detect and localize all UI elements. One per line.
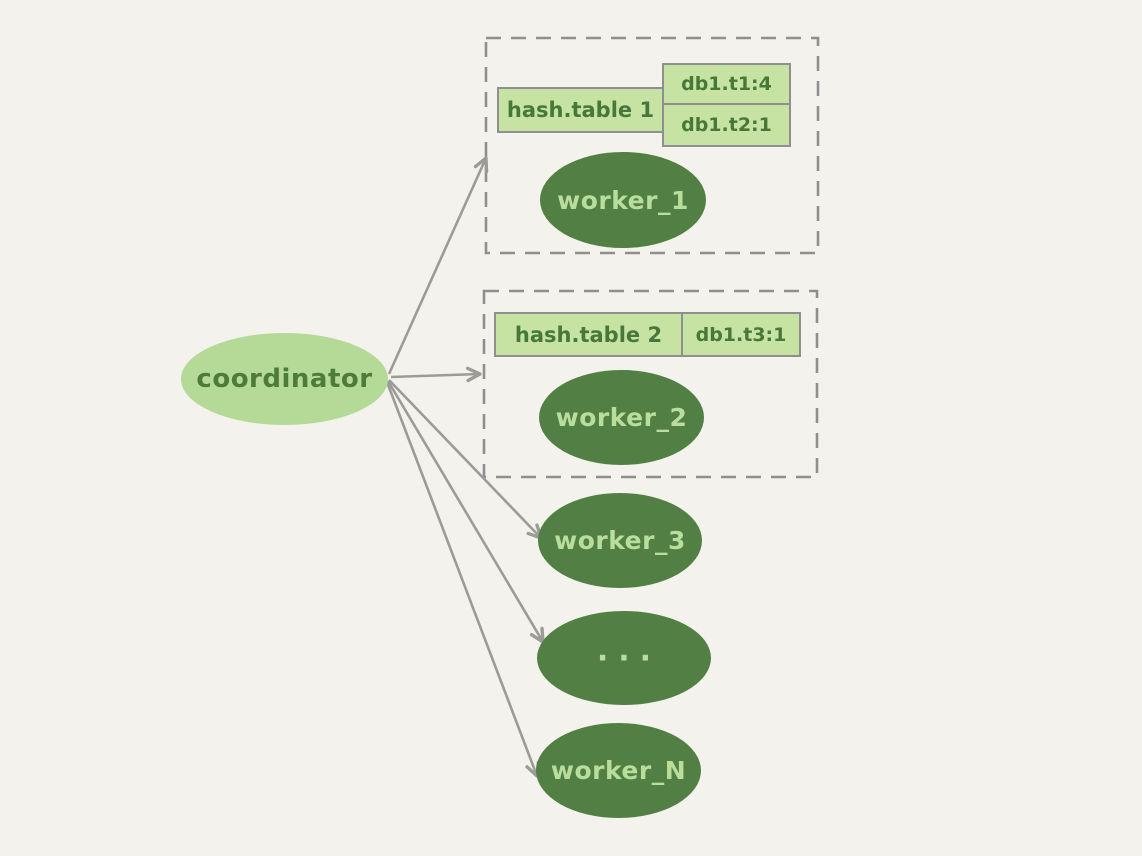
hash-table-1-entry-2-cell: db1.t2:1 <box>662 103 791 147</box>
coordinator-label: coordinator <box>196 364 373 394</box>
hash-table-2-title: hash.table 2 <box>514 322 663 347</box>
worker-ellipsis-label: ··· <box>596 640 662 676</box>
arrow-coordinator-to-group-1 <box>387 156 489 375</box>
worker-n-node: worker_N <box>536 723 701 818</box>
hash-table-1-entry-2: db1.t2:1 <box>681 114 772 136</box>
arrow-coordinator-to-group-2 <box>390 366 482 383</box>
worker-1-node: worker_1 <box>540 152 706 248</box>
arrow-coordinator-to-worker-dots <box>386 380 545 644</box>
coordinator-node: coordinator <box>181 333 388 425</box>
worker-2-node: worker_2 <box>539 370 704 465</box>
arrow-coordinator-to-worker-n <box>385 381 541 778</box>
worker-n-label: worker_N <box>550 756 687 785</box>
hash-table-1-entry-1: db1.t1:4 <box>681 73 772 95</box>
arrow-coordinator-to-worker-3 <box>388 379 543 540</box>
hash-table-2-title-cell: hash.table 2 <box>494 312 683 357</box>
worker-3-label: worker_3 <box>554 526 686 555</box>
worker-2-group-box <box>482 289 819 479</box>
hash-table-1-title-cell: hash.table 1 <box>497 87 664 133</box>
worker-2-label: worker_2 <box>555 403 688 432</box>
hash-table-2-entry-1-cell: db1.t3:1 <box>681 312 801 357</box>
hash-table-1-entry-1-cell: db1.t1:4 <box>662 63 791 105</box>
worker-1-group-box <box>484 36 820 255</box>
hash-table-1-title: hash.table 1 <box>506 98 655 122</box>
worker-3-node: worker_3 <box>538 493 702 588</box>
worker-1-label: worker_1 <box>557 185 689 215</box>
worker-ellipsis-node: ··· <box>537 611 711 705</box>
hash-table-2-entry-1: db1.t3:1 <box>695 323 787 346</box>
